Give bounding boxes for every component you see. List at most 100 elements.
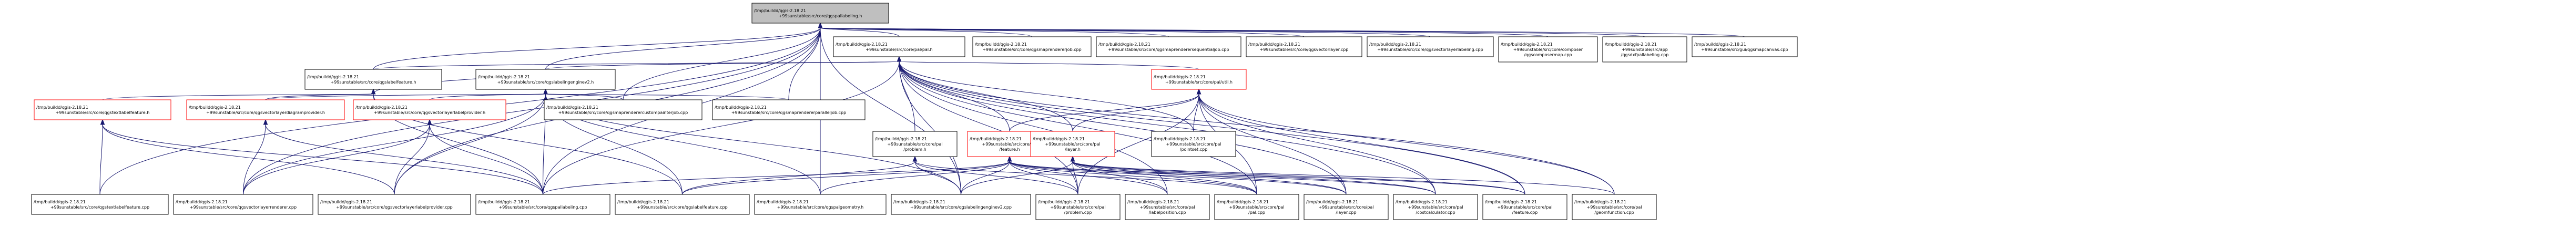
arrowhead-icon: [543, 88, 548, 95]
node-box: [475, 194, 610, 215]
node-label-line: /tmp/buildd/qgis-2.18.21: [754, 8, 806, 13]
edge-textlabelfeature_h-to-labelprovider_cpp: [100, 119, 395, 195]
edge-pal_h-to-labelfeature_h: [373, 56, 902, 70]
edge-line: [682, 161, 915, 195]
node-labelprovider-cpp[interactable]: /tmp/buildd/qgis-2.18.21+99sunstable/src…: [318, 194, 471, 215]
node-label-line: /tmp/buildd/qgis-2.18.21: [875, 137, 927, 141]
node-vllabeling-cpp[interactable]: /tmp/buildd/qgis-2.18.21+99sunstable/src…: [1367, 36, 1494, 57]
node-pal-h[interactable]: /tmp/buildd/qgis-2.18.21+99sunstable/src…: [833, 36, 965, 57]
node-mapcanvas-cpp[interactable]: /tmp/buildd/qgis-2.18.21+99sunstable/src…: [1692, 36, 1798, 57]
node-labelfeature-cpp[interactable]: /tmp/buildd/qgis-2.18.21+99sunstable/src…: [615, 194, 750, 215]
node-seqjob-cpp[interactable]: /tmp/buildd/qgis-2.18.21+99sunstable/src…: [1096, 36, 1241, 57]
edge-line: [429, 124, 543, 195]
node-label-line: +99sunstable/src/core/qgsvectorlayer.cpp: [1260, 47, 1349, 52]
node-label-line: /tmp/buildd/qgis-2.18.21: [1154, 75, 1206, 79]
node-label-line: /tmp/buildd/qgis-2.18.21: [715, 105, 767, 110]
node-box: [754, 194, 887, 215]
node-palgeometry-h[interactable]: /tmp/buildd/qgis-2.18.21+99sunstable/src…: [754, 194, 887, 215]
node-util-h[interactable]: /tmp/buildd/qgis-2.18.21+99sunstable/src…: [1151, 69, 1247, 90]
node-geomfunction-cpp[interactable]: /tmp/buildd/qgis-2.18.21+99sunstable/src…: [1572, 194, 1657, 220]
edge-line: [394, 124, 430, 195]
edge-line: [1072, 161, 1078, 195]
edge-line: [373, 27, 821, 70]
edge-line: [1072, 161, 1168, 195]
node-box: [1035, 194, 1121, 220]
node-label-line: /tmp/buildd/qgis-2.18.21: [355, 105, 408, 110]
node-label-line: /tmp/buildd/qgis-2.18.21: [546, 105, 598, 110]
arrowhead-icon: [263, 119, 268, 125]
node-pallabeling-cpp[interactable]: /tmp/buildd/qgis-2.18.21+99sunstable/src…: [475, 194, 610, 215]
node-label-line: /tmp/buildd/qgis-2.18.21: [1217, 200, 1269, 204]
node-layer-cpp[interactable]: /tmp/buildd/qgis-2.18.21+99sunstable/src…: [1304, 194, 1389, 220]
node-labelposition-cpp[interactable]: /tmp/buildd/qgis-2.18.21+99sunstable/src…: [1125, 194, 1210, 220]
node-layer-h[interactable]: /tmp/buildd/qgis-2.18.21+99sunstable/src…: [1030, 131, 1115, 157]
edge-line: [1072, 94, 1199, 132]
node-vectorlayer-cpp[interactable]: /tmp/buildd/qgis-2.18.21+99sunstable/src…: [1246, 36, 1362, 57]
node-engine-cpp[interactable]: /tmp/buildd/qgis-2.18.21+99sunstable/src…: [891, 194, 1031, 215]
edge-line: [1072, 161, 1347, 195]
node-label-line: /problem.h: [903, 147, 926, 152]
node-problem-h[interactable]: /tmp/buildd/qgis-2.18.21+99sunstable/src…: [872, 131, 958, 157]
node-label-line: /tmp/buildd/qgis-2.18.21: [893, 200, 945, 204]
node-textlabelfeature-cpp[interactable]: /tmp/buildd/qgis-2.18.21+99sunstable/src…: [31, 194, 169, 215]
node-palpreset-cpp[interactable]: /tmp/buildd/qgis-2.18.21+99sunstable/src…: [1602, 36, 1687, 63]
node-label-line: +99sunstable/src/core/pal: [1140, 205, 1195, 210]
node-label-line: /tmp/buildd/qgis-2.18.21: [1694, 42, 1746, 47]
edge-layer_h-to-engine_cpp: [961, 156, 1075, 195]
node-box: [318, 194, 471, 215]
edge-layer_h-to-geomfunction_cpp: [1070, 156, 1615, 195]
edge-line: [820, 27, 1745, 37]
node-label-line: +99sunstable/src/core/pal/pal.h: [866, 47, 932, 52]
node-box: [1304, 194, 1389, 220]
node-label-line: +99sunstable/src/core/qgslabelfeature.h: [331, 80, 416, 85]
node-label-line: /tmp/buildd/qgis-2.18.21: [189, 105, 241, 110]
edge-line: [543, 61, 900, 195]
node-label-line: /tmp/buildd/qgis-2.18.21: [1369, 42, 1421, 47]
edge-feature_h-to-feature_cpp: [1007, 156, 1525, 195]
node-label-line: +99sunstable/src/core/qgslabelfeature.cp…: [637, 205, 727, 210]
node-box: [1151, 131, 1236, 157]
node-problem-cpp[interactable]: /tmp/buildd/qgis-2.18.21+99sunstable/src…: [1035, 194, 1121, 220]
arrowhead-icon: [1196, 88, 1202, 95]
node-vlrenderer-cpp[interactable]: /tmp/buildd/qgis-2.18.21+99sunstable/src…: [173, 194, 313, 215]
edge-feature_h-to-pal_cpp: [1007, 156, 1257, 195]
arrowhead-icon: [371, 88, 376, 95]
node-maprendererjob-cpp[interactable]: /tmp/buildd/qgis-2.18.21+99sunstable/src…: [972, 36, 1092, 57]
node-box: [872, 131, 958, 157]
node-diagramprovider-h[interactable]: /tmp/buildd/qgis-2.18.21+99sunstable/src…: [186, 99, 345, 120]
edge-line: [99, 124, 103, 195]
node-label-line: /tmp/buildd/qgis-2.18.21: [617, 200, 669, 204]
node-box: [972, 36, 1092, 57]
node-composermap-cpp[interactable]: /tmp/buildd/qgis-2.18.21+99sunstable/src…: [1498, 36, 1598, 63]
node-label-line: +99sunstable/src/core/qgslabelingenginev…: [910, 205, 1012, 210]
node-pal-cpp[interactable]: /tmp/buildd/qgis-2.18.21+99sunstable/src…: [1214, 194, 1299, 220]
node-labelfeature-h[interactable]: /tmp/buildd/qgis-2.18.21+99sunstable/src…: [304, 69, 442, 90]
node-feature-cpp[interactable]: /tmp/buildd/qgis-2.18.21+99sunstable/src…: [1482, 194, 1567, 220]
node-label-line: /costcalculator.cpp: [1416, 210, 1455, 215]
node-box: [1367, 36, 1494, 57]
edge-line: [1009, 94, 1199, 132]
edge-engine_h-to-paralleljob_cpp: [543, 88, 789, 100]
edge-line: [394, 94, 546, 195]
node-label-line: /labelposition.cpp: [1149, 210, 1186, 215]
node-root[interactable]: /tmp/buildd/qgis-2.18.21+99sunstable/src…: [751, 3, 889, 24]
node-labelprovider-h[interactable]: /tmp/buildd/qgis-2.18.21+99sunstable/src…: [353, 99, 506, 120]
node-label-line: /tmp/buildd/qgis-2.18.21: [1098, 42, 1150, 47]
node-pointset-cpp[interactable]: /tmp/buildd/qgis-2.18.21+99sunstable/src…: [1151, 131, 1236, 157]
node-label-line: /layer.cpp: [1336, 210, 1356, 215]
node-label-line: +99sunstable/src/core/pal: [1498, 205, 1553, 210]
node-textlabelfeature-h[interactable]: /tmp/buildd/qgis-2.18.21+99sunstable/src…: [34, 99, 171, 120]
node-label-line: +99sunstable/src/app: [1622, 47, 1668, 52]
node-label-line: +99sunstable/src/core/qgsvectorlayerlabe…: [336, 205, 453, 210]
edge-line: [1072, 161, 1436, 195]
node-label-line: /feature.cpp: [1512, 210, 1538, 215]
node-engine-h[interactable]: /tmp/buildd/qgis-2.18.21+99sunstable/src…: [475, 69, 616, 90]
node-customjob-cpp[interactable]: /tmp/buildd/qgis-2.18.21+99sunstable/src…: [544, 99, 702, 120]
node-label-line: +99sunstable/src/core/qgstextlabelfeatur…: [50, 205, 149, 210]
node-label-line: /tmp/buildd/qgis-2.18.21: [975, 42, 1027, 47]
edge-line: [1198, 94, 1436, 195]
node-paralleljob-cpp[interactable]: /tmp/buildd/qgis-2.18.21+99sunstable/src…: [712, 99, 866, 120]
edge-line: [243, 94, 546, 195]
node-label-line: +99sunstable/src/core/qgsmaprenderercust…: [558, 110, 688, 115]
node-costcalculator-cpp[interactable]: /tmp/buildd/qgis-2.18.21+99sunstable/src…: [1393, 194, 1478, 220]
